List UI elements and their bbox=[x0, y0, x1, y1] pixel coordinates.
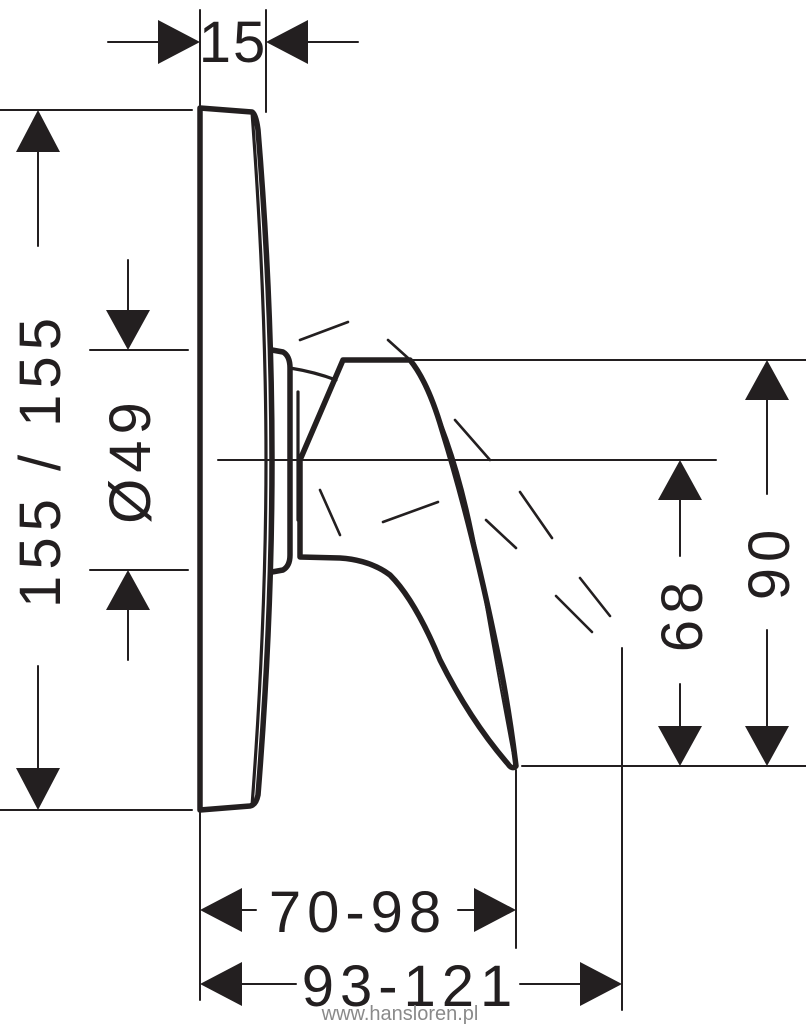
handle-lever bbox=[297, 357, 519, 771]
dim-depth-max-label: 93-121 bbox=[302, 954, 519, 1019]
dim-depth: 70-98 bbox=[199, 769, 517, 1001]
watermark: www.hansloren.pl bbox=[321, 1003, 479, 1024]
dim-total-height: 90 bbox=[411, 359, 806, 766]
dim-total-height-label: 90 bbox=[737, 524, 802, 601]
dim-depth-label: 70-98 bbox=[269, 880, 447, 945]
dim-depth-max: 93-121 bbox=[200, 647, 623, 1019]
dim-diameter-label: Ø49 bbox=[98, 396, 163, 524]
dim-top-width: 15 bbox=[107, 9, 359, 113]
dim-diameter: Ø49 bbox=[89, 259, 189, 661]
dim-top-width-label: 15 bbox=[199, 10, 268, 75]
dim-plate-height-label: 155 / 155 bbox=[8, 312, 73, 608]
lever-swing-path bbox=[298, 320, 612, 634]
dim-plate-height: 155 / 155 bbox=[0, 109, 193, 811]
dim-lever-height: 68 bbox=[521, 460, 806, 767]
dim-lever-height-label: 68 bbox=[650, 576, 715, 653]
